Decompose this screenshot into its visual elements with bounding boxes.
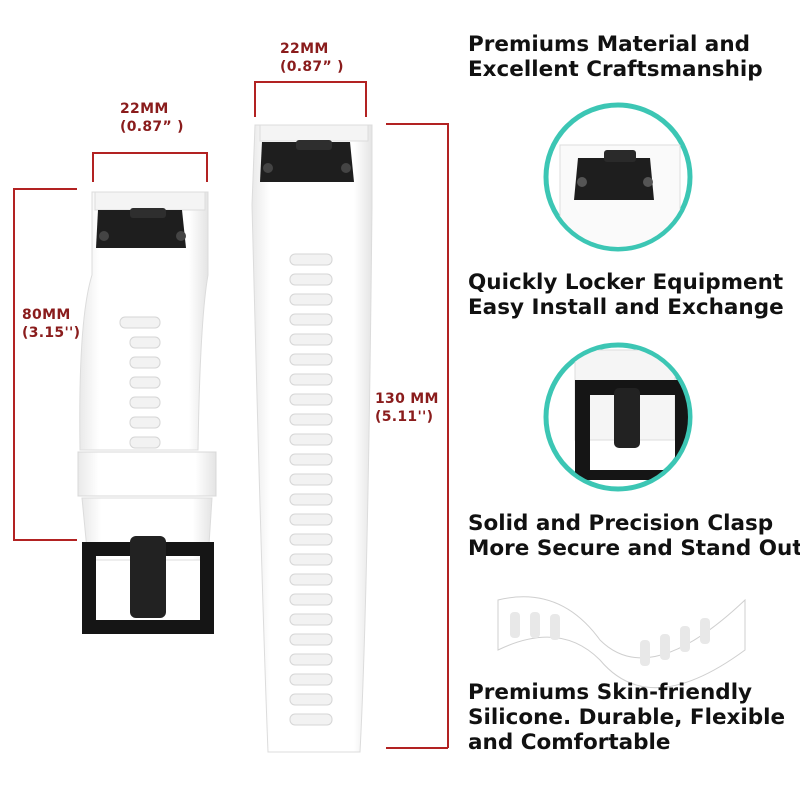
short-width-line <box>92 152 207 154</box>
feature-material-line2: Excellent Craftsmanship <box>468 57 763 82</box>
long-length-label: 130 MM (5.11'') <box>375 390 439 426</box>
long-strap-lug-icon <box>260 140 354 182</box>
short-width-tick-left <box>92 152 94 182</box>
short-length-tick-bottom <box>13 539 77 541</box>
long-width-line <box>254 81 366 83</box>
feature-clasp-line1: Solid and Precision Clasp <box>468 511 774 536</box>
feature-quick-release-line1: Quickly Locker Equipment <box>468 270 784 295</box>
short-width-tick-right <box>206 152 208 182</box>
twisted-strap-icon <box>497 596 746 689</box>
long-length-mm: 130 MM <box>375 391 439 407</box>
feature-clasp: Solid and Precision Clasp More Secure an… <box>468 511 800 561</box>
short-length-label: 80MM (3.15'') <box>22 306 80 342</box>
short-width-inch: (0.87” ) <box>120 119 184 135</box>
long-strap <box>251 124 373 753</box>
feature-silicone-line1: Premiums Skin-friendly <box>468 680 753 705</box>
long-width-tick-left <box>254 81 256 117</box>
feature-quick-release: Quickly Locker Equipment Easy Install an… <box>468 270 784 320</box>
short-length-inch: (3.15'') <box>22 325 81 341</box>
feature-material: Premiums Material and Excellent Craftsma… <box>468 32 763 82</box>
long-width-tick-right <box>365 81 367 117</box>
long-width-inch: (0.87” ) <box>280 59 344 75</box>
buckle-detail-circle <box>543 342 693 492</box>
short-strap <box>77 191 217 634</box>
feature-material-line1: Premiums Material and <box>468 32 751 57</box>
feature-silicone-line2: Silicone. Durable, Flexible <box>468 705 786 730</box>
feature-silicone-line3: and Comfortable <box>468 730 671 755</box>
long-width-mm: 22MM <box>280 41 329 57</box>
short-width-label: 22MM (0.87” ) <box>120 100 184 136</box>
short-width-mm: 22MM <box>120 101 169 117</box>
short-length-line <box>13 188 15 540</box>
short-strap-buckle-icon <box>82 536 214 634</box>
short-strap-lug-icon <box>96 208 186 248</box>
long-width-label: 22MM (0.87” ) <box>280 40 344 76</box>
feature-silicone: Premiums Skin-friendly Silicone. Durable… <box>468 680 785 755</box>
long-length-tick-top <box>386 123 448 125</box>
long-length-inch: (5.11'') <box>375 409 434 425</box>
short-length-mm: 80MM <box>22 307 71 323</box>
long-length-line <box>447 123 449 748</box>
feature-clasp-line2: More Secure and Stand Out <box>468 536 800 561</box>
long-length-tick-bottom <box>386 747 448 749</box>
lug-detail-circle <box>543 102 693 252</box>
short-length-tick-top <box>13 188 77 190</box>
feature-quick-release-line2: Easy Install and Exchange <box>468 295 784 320</box>
